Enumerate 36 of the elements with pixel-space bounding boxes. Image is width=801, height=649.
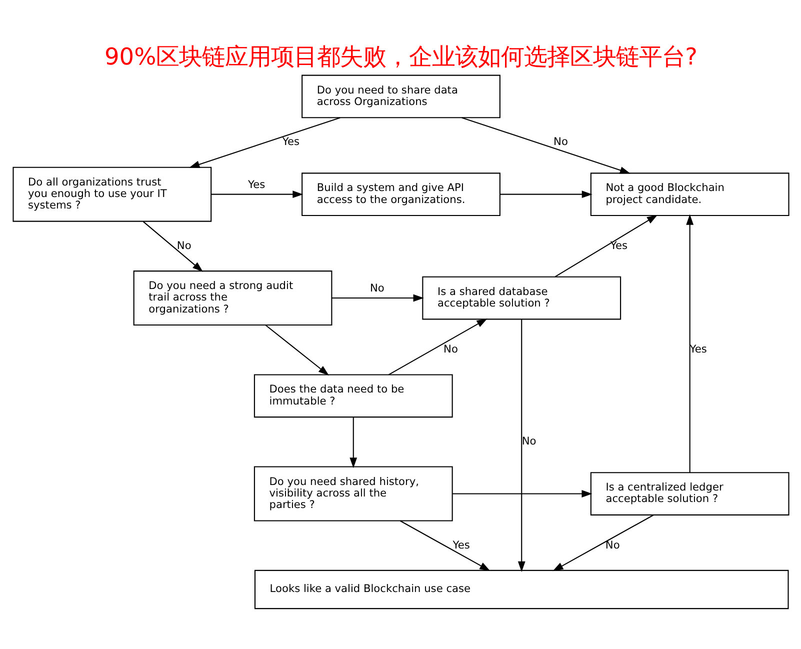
node-box: Is a centralized ledger acceptable solution ? [590, 472, 789, 515]
arrow [349, 416, 357, 468]
arrow [210, 190, 303, 198]
arrow [388, 318, 487, 375]
edge-label: No [370, 282, 384, 294]
arrow [452, 490, 592, 497]
edge-label: No [521, 435, 536, 448]
arrow [552, 514, 654, 571]
edge-label: Yes [452, 538, 470, 551]
arrow [331, 294, 424, 302]
edge-label: Yes [282, 136, 300, 148]
arrow [500, 190, 592, 198]
arrow [554, 214, 658, 277]
node-box: Do you need a strong audit trail across the organizations ? [132, 270, 332, 326]
node-box: Do you need shared history, visibility across all the parties ? [253, 466, 452, 521]
node-box: Build a system and give API access to the organizations. [301, 172, 500, 216]
arrow [142, 220, 203, 272]
edge-label: No [553, 136, 568, 148]
edge-label: No [604, 538, 620, 551]
diagram-title: 90%区块链应用项目都失败，企业该如何选择区块链平台? [104, 42, 698, 70]
arrow [188, 116, 340, 168]
arrow [686, 214, 694, 472]
arrow [264, 324, 328, 375]
node-box: Does the data need to be immutable ? [253, 374, 452, 418]
node-box: Not a good Blockchain project candidate. [590, 172, 789, 216]
arrow [461, 116, 630, 174]
arrow [517, 318, 525, 572]
node-box: Is a shared database acceptable solution ? [422, 276, 621, 320]
node-box: Do you need to share data across Organizations [301, 74, 500, 118]
edge-label: No [176, 239, 191, 252]
node-box: Do all organizations trust you enough to use your IT systems ? [12, 166, 212, 222]
node-box: Looks like a valid Blockchain use case [254, 569, 788, 609]
edge-label: Yes [610, 239, 627, 252]
edge-label: Yes [248, 178, 265, 190]
edge-label: No [443, 343, 458, 356]
arrow [400, 520, 490, 570]
